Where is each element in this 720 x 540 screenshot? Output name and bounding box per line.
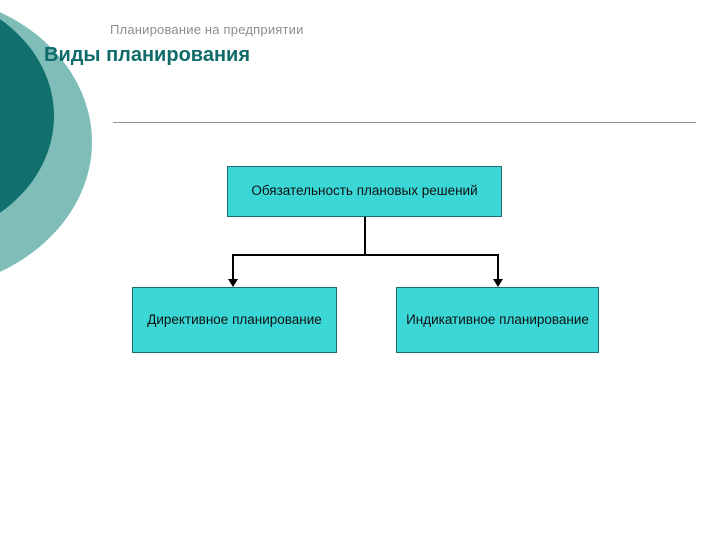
connector-drop-left	[232, 254, 234, 280]
connector-vertical-root	[364, 217, 366, 255]
diagram-node-directive-label: Директивное планирование	[147, 311, 322, 327]
diagram-node-directive: Директивное планирование	[132, 287, 337, 353]
diagram-node-indicative: Индикативное планирование	[396, 287, 599, 353]
connector-drop-right	[497, 254, 499, 280]
connector-horizontal-branch	[232, 254, 499, 256]
page-title: Виды планирования	[44, 44, 250, 66]
diagram-node-root-label: Обязательность плановых решений	[251, 183, 478, 199]
diagram-node-root: Обязательность плановых решений	[227, 166, 502, 217]
arrow-head-left-icon	[228, 279, 238, 287]
arrow-head-right-icon	[493, 279, 503, 287]
divider-line	[113, 122, 696, 123]
diagram-node-indicative-label: Индикативное планирование	[406, 311, 589, 327]
header-subtitle: Планирование на предприятии	[110, 22, 304, 37]
